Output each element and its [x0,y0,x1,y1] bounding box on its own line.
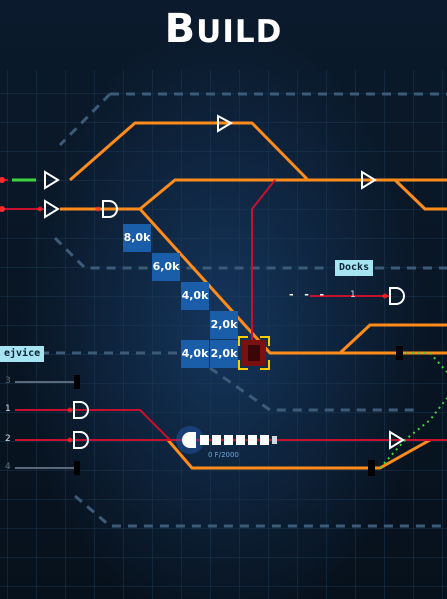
build-cost-tile[interactable]: 4,0k [181,282,209,310]
track-number: 1 [5,404,11,414]
zone-label-left: ejvice [0,346,45,362]
track-junction-blocks [74,346,403,476]
buffer-stop-icon[interactable] [102,200,118,218]
red-light-dots [0,177,388,443]
signal-triangle-icon[interactable] [44,199,60,219]
buffer-stop-icon[interactable] [73,431,89,449]
buffer-stop-icon[interactable] [73,401,89,419]
page-title: BUILD [164,6,283,52]
build-cost-tile[interactable]: 8,0k [123,224,151,252]
docks-track-number: 1 [350,290,356,300]
signal-triangle-icon[interactable] [44,170,60,190]
inactive-tracks [15,381,78,469]
train[interactable] [176,426,277,454]
docks-dash-marker: - - - [288,288,327,301]
build-cursor-icon[interactable] [238,336,270,370]
build-cost-tile[interactable]: 2,0k [210,311,238,339]
build-cost-tile[interactable]: 4,0k [181,340,209,368]
zone-label-docks: Docks [335,260,374,276]
green-dotted-tracks [379,352,447,469]
build-cost-tile[interactable]: 2,0k [210,340,238,368]
buffer-stop-icon[interactable] [389,287,405,305]
signal-triangle-icon[interactable] [361,170,377,190]
track-number: 3 [5,376,11,386]
signal-triangle-icon[interactable] [389,430,405,450]
zone-boundary-lines [40,92,447,528]
track-number: 4 [5,462,11,472]
build-cost-tile[interactable]: 6,0k [152,253,180,281]
train-label: 0 F/2000 [208,451,239,459]
signal-triangle-icon[interactable] [217,114,234,133]
track-number: 2 [5,434,11,444]
